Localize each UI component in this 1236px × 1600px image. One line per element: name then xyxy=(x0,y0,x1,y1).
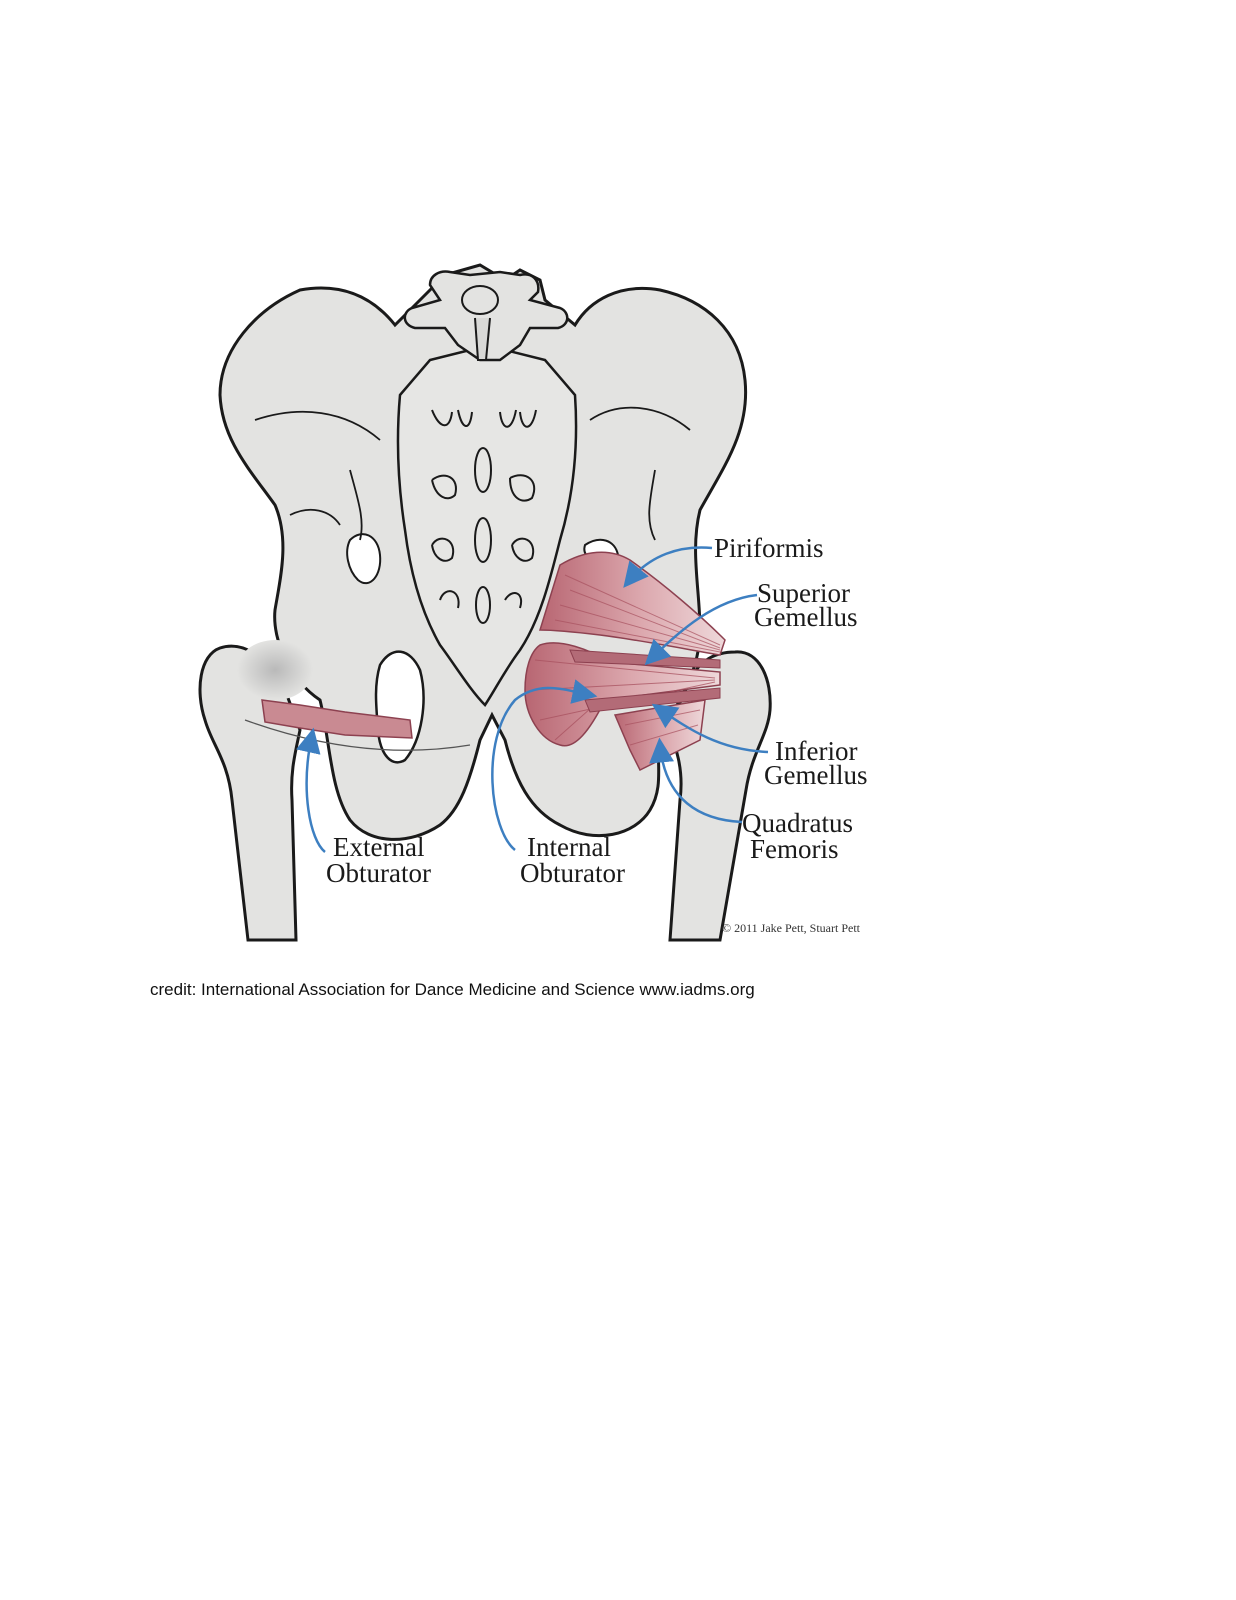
label-quadratus-femoris: Quadratus Femoris xyxy=(742,808,860,864)
lumbar-vertebra xyxy=(403,270,569,362)
image-credit: credit: International Association for Da… xyxy=(150,980,755,999)
quadratus-femoris-arrow xyxy=(649,737,743,824)
label-inferior-gemellus: Inferior Gemellus xyxy=(764,736,867,790)
inferior-gemellus-muscle xyxy=(584,687,721,713)
label-internal-obturator: Internal Obturator xyxy=(520,832,625,888)
piriformis-arrow xyxy=(623,546,713,588)
internal-obturator-arrow xyxy=(491,679,598,851)
label-external-obturator: External Obturator xyxy=(326,832,431,888)
pelvis-muscle-diagram: Piriformis Superior Gemellus Inferior Ge… xyxy=(198,263,867,942)
external-obturator-arrow xyxy=(296,727,326,853)
inferior-gemellus-arrow xyxy=(651,703,769,754)
copyright-notice: © 2011 Jake Pett, Stuart Pett xyxy=(722,921,861,935)
label-piriformis: Piriformis xyxy=(714,533,824,563)
piriformis-muscle xyxy=(538,551,726,656)
external-obturator-muscle xyxy=(261,699,413,739)
left-hip-joint xyxy=(237,640,313,700)
superior-gemellus-arrow xyxy=(644,593,758,666)
sacral-foramina xyxy=(431,409,537,624)
sacrum xyxy=(396,348,578,707)
label-superior-gemellus: Superior Gemellus xyxy=(754,578,857,632)
